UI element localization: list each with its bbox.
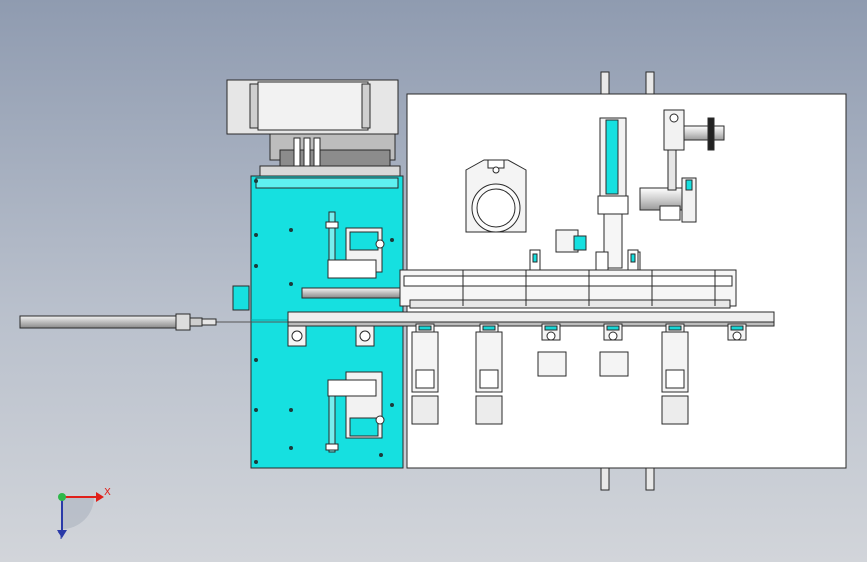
upper-sensors [529,229,639,271]
station-clamp-cyan-tab [668,325,682,331]
y-axis-label: Y [58,531,65,542]
panel-clamps [287,325,375,347]
x-axis-label: X [104,487,111,498]
station-clamp-knob [732,331,742,341]
lower-vertical-cylinder [325,371,385,453]
lower-modules [411,331,689,425]
top-posts [600,71,655,491]
station-clamp-cyan-tab [730,325,744,331]
axis-triad [57,492,104,538]
station-clamp-knob [608,331,618,341]
main-rail [287,269,775,327]
round-clamp [465,159,527,233]
panel-bolts [254,179,394,464]
upper-vertical-cylinder [325,211,385,279]
station-clamp-cyan-tab [418,325,432,331]
station-clamp-cyan-tab [482,325,496,331]
station-clamp-cyan-tab [606,325,620,331]
guide-rod [232,285,403,311]
rotary-cylinder [639,109,725,223]
station-clamp-cyan-tab [544,325,558,331]
top-clamp-block [226,79,401,177]
feed-rod [19,313,290,331]
station-clamp-knob [546,331,556,341]
